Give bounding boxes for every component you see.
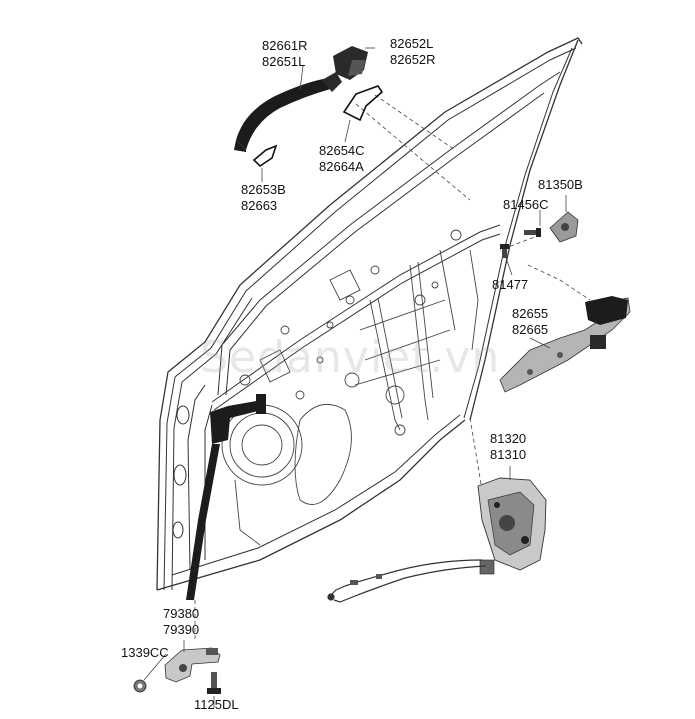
part-number: 81320 (490, 431, 527, 446)
part-number: 82665 (512, 322, 549, 337)
callout-bracket-bolt: 81456C (503, 197, 549, 213)
part-number: 82663 (241, 198, 278, 213)
part-number: 81477 (492, 277, 529, 292)
part-number: 82664A (319, 159, 364, 174)
part-number: 79380 (163, 606, 200, 621)
outside-handle (234, 72, 342, 152)
door-latch-81320 (477, 477, 547, 575)
callout-nut: 1339CC (121, 645, 169, 661)
callout-front-gasket: 82653B 82663 (241, 182, 286, 214)
callout-bracket: 81350B (538, 177, 583, 193)
bolt-1125dl (207, 672, 221, 694)
part-number: 81310 (490, 447, 527, 462)
part-number: 82661R (262, 38, 308, 53)
door-checker-79380 (164, 647, 221, 683)
callout-leaders (143, 47, 567, 708)
part-number: 81456C (503, 197, 549, 212)
callout-door-latch: 81320 81310 (490, 431, 526, 463)
callout-handle-frame: 82655 82665 (512, 306, 548, 338)
handle-cover (333, 46, 368, 80)
part-number: 81350B (538, 177, 583, 192)
handle-frame-82655 (499, 296, 631, 393)
watermark: Sedanviet.vn (200, 332, 501, 383)
callout-door-checker: 79380 79390 (163, 606, 199, 638)
part-number: 82652R (390, 52, 436, 67)
part-number: 79390 (163, 622, 200, 637)
window-regulator (221, 229, 479, 546)
rear-gasket (342, 85, 384, 122)
latch-cables (327, 559, 487, 603)
callout-rear-gasket: 82654C 82664A (319, 143, 365, 175)
part-number: 82652L (390, 36, 434, 51)
screw-81477 (500, 244, 509, 258)
nut-1339cc (133, 679, 147, 693)
part-number: 82654C (319, 143, 365, 158)
callout-screw: 81477 (492, 277, 528, 293)
bracket-81350b (549, 211, 579, 243)
part-number: 1125DL (194, 697, 239, 712)
callout-handle-cover: 82652L 82652R (390, 36, 436, 68)
part-number: 82655 (512, 306, 549, 321)
door-checker-mounted (186, 394, 266, 600)
part-number: 82653B (241, 182, 286, 197)
bolt-81456c (524, 228, 541, 237)
part-number: 1339CC (121, 645, 169, 660)
front-gasket (252, 144, 278, 168)
callout-checker-bolt: 1125DL (194, 697, 239, 713)
callout-outside-handle: 82661R 82651L (262, 38, 308, 70)
part-number: 82651L (262, 54, 306, 69)
